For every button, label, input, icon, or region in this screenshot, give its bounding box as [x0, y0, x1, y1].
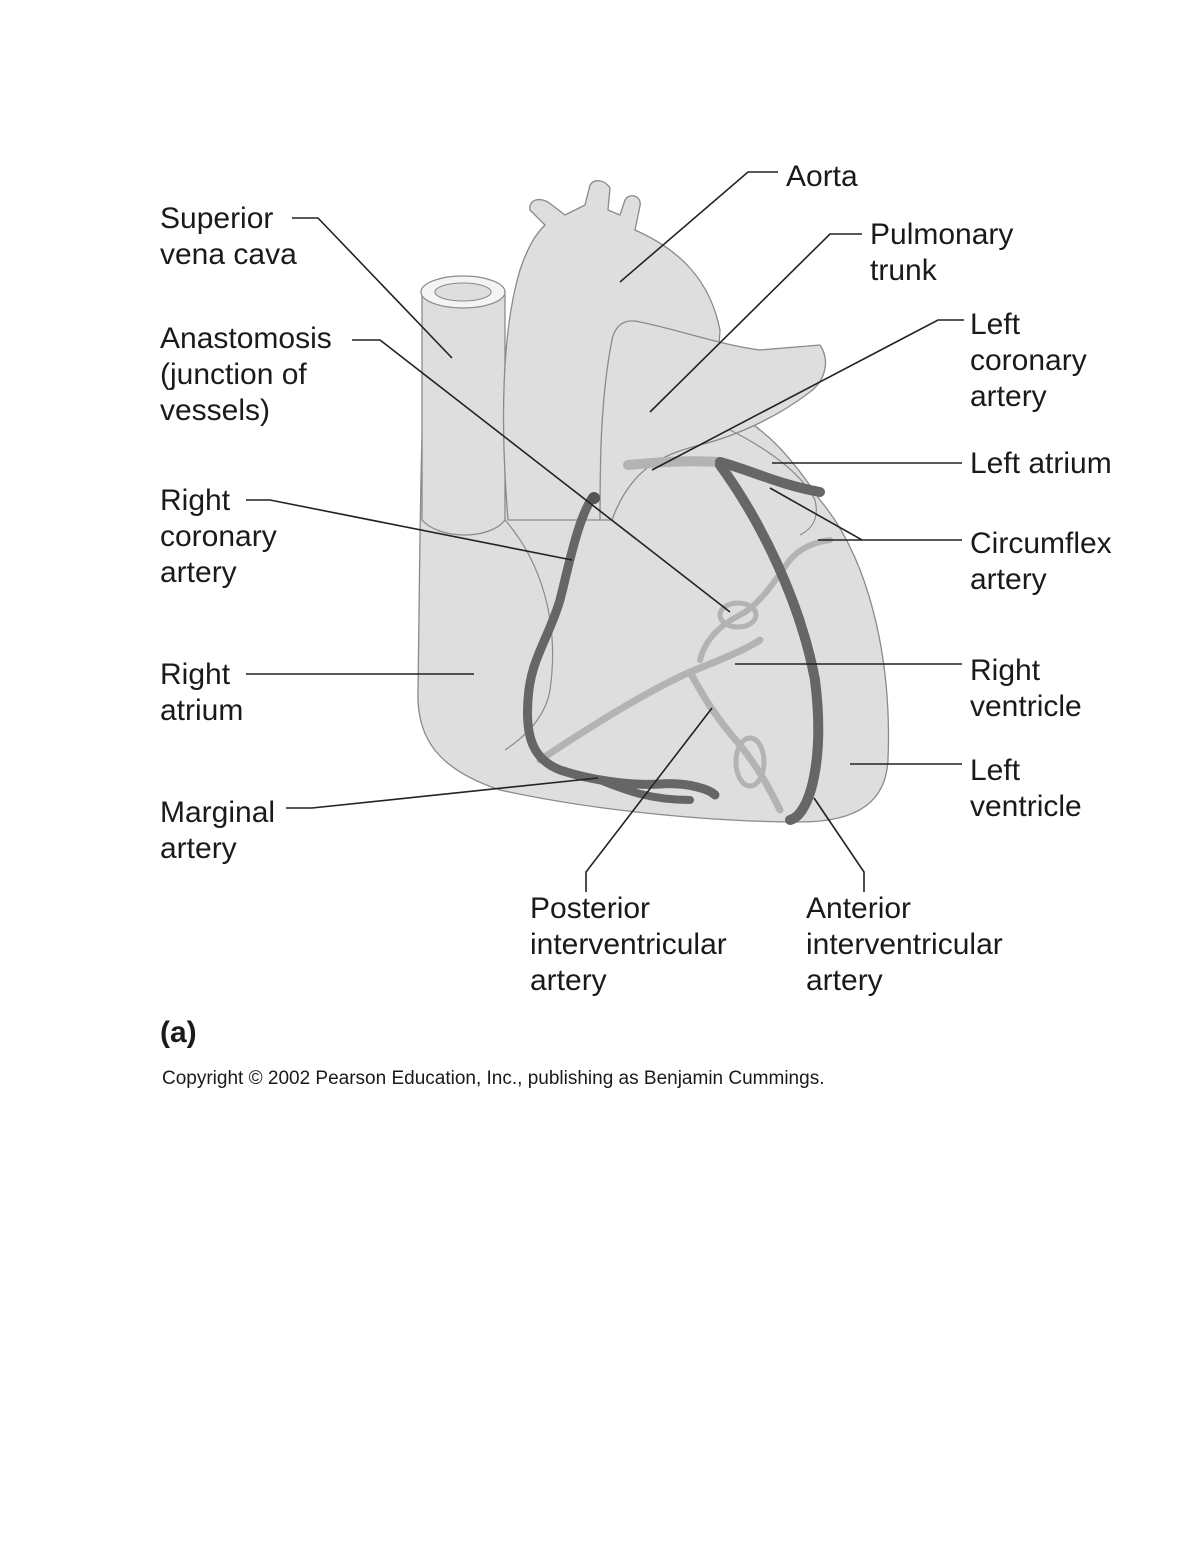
labels: Aorta Superior vena cava Pulmonary trunk… [160, 160, 1120, 1089]
label-aorta: Aorta [786, 160, 858, 193]
marginal-vessel [596, 776, 694, 804]
pulmonary-trunk-shape [599, 320, 827, 521]
label-right-atrium: Right atrium [160, 658, 243, 727]
leader-superior-vena-cava [292, 217, 453, 359]
label-right-coronary-artery: Right coronary artery [160, 484, 285, 589]
leader-lines [246, 171, 964, 892]
copyright-notice: Copyright © 2002 Pearson Education, Inc.… [162, 1068, 824, 1089]
label-left-ventricle: Left ventricle [970, 754, 1082, 823]
anastomosis-loop-upper [717, 600, 759, 630]
leader-right-coronary [246, 499, 573, 561]
anterior-interventricular-vessel [715, 460, 824, 825]
leader-left-coronary [651, 319, 964, 471]
label-superior-vena-cava: Superior vena cava [160, 202, 297, 271]
label-right-ventricle: Right ventricle [970, 654, 1082, 723]
label-anterior-interventricular-artery: Anterior interventricular artery [806, 892, 1011, 997]
left-atrium-contour [729, 429, 817, 536]
leader-anterior-interventricular [813, 797, 865, 892]
leader-marginal [286, 777, 599, 809]
right-coronary-vessel [522, 493, 720, 800]
heart-illustration [417, 180, 890, 823]
leader-pulmonary-trunk [649, 233, 862, 413]
right-coronary-origin [588, 492, 600, 504]
leader-aorta [619, 171, 778, 283]
label-posterior-interventricular-artery: Posterior interventricular artery [530, 892, 735, 997]
anastomosis-loop-lower [733, 735, 767, 789]
leader-posterior-interventricular [585, 707, 713, 892]
left-coronary-vessel [623, 456, 725, 470]
panel-label: (a) [160, 1016, 197, 1049]
superior-vena-cava-shape [421, 294, 506, 536]
circumflex-vessel [715, 457, 825, 497]
label-pulmonary-trunk: Pulmonary trunk [870, 218, 1022, 287]
coronary-arteries [522, 456, 833, 825]
label-left-atrium: Left atrium [970, 447, 1112, 480]
label-marginal-artery: Marginal artery [160, 796, 283, 865]
posterior-interventricular-vessel [536, 636, 764, 764]
label-circumflex-artery: Circumflex artery [970, 527, 1120, 596]
label-left-coronary-artery: Left coronary artery [970, 308, 1095, 413]
label-anastomosis: Anastomosis (junction of vessels) [160, 322, 340, 427]
leader-anastomosis [352, 339, 731, 613]
